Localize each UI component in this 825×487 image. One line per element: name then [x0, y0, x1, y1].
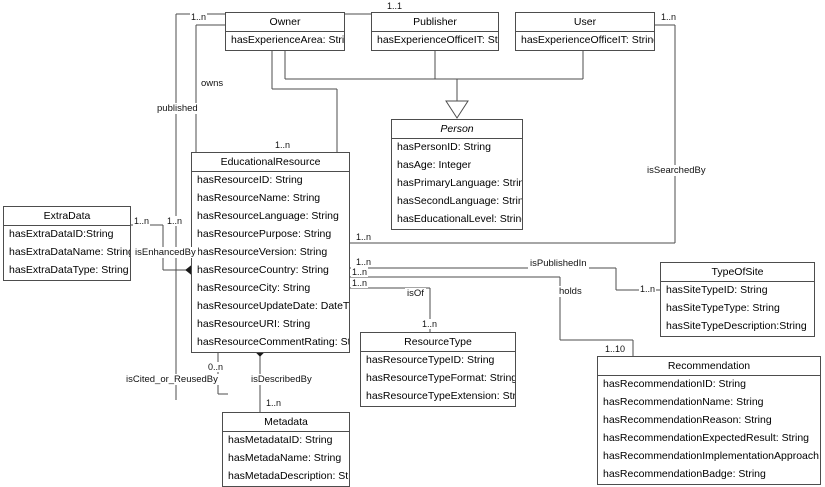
- attribute-row: hasResourceCity: String: [197, 282, 311, 294]
- attribute-row: hasAge: Integer: [397, 159, 472, 171]
- attribute-row: hasRecommendationBadge: String: [603, 468, 766, 480]
- attribute-row: hasExperienceOfficeIT: String: [377, 34, 498, 46]
- class-title-metadata: Metadata: [223, 413, 349, 432]
- attribute-row: hasSecondLanguage: String: [397, 195, 522, 207]
- relationship-label-isdescribedby: isDescribedBy: [249, 374, 314, 385]
- class-attributes-person: hasPersonID: String hasAge: Integer hasP…: [392, 139, 522, 229]
- multiplicity-er-right-4: 1..n: [351, 278, 369, 288]
- class-title-person: Person: [392, 120, 522, 139]
- multiplicity-publisher: 1..1: [386, 1, 404, 11]
- attribute-row: hasPrimaryLanguage: String: [397, 177, 522, 189]
- multiplicity-resourcetype: 1..n: [421, 319, 439, 329]
- attribute-row: hasSiteTypeID: String: [666, 284, 768, 296]
- class-box-user[interactable]: User hasExperienceOfficeIT: String: [515, 12, 655, 51]
- class-title-resourcetype: ResourceType: [361, 333, 515, 352]
- attribute-row: hasMetadaName: String: [228, 452, 342, 464]
- class-box-recommendation[interactable]: Recommendation hasRecommendationID: Stri…: [597, 356, 821, 485]
- attribute-row: hasResourceTypeFormat: String: [366, 372, 515, 384]
- class-attributes-resourcetype: hasResourceTypeID: String hasResourceTyp…: [361, 352, 515, 406]
- multiplicity-er-left: 1..n: [166, 216, 184, 226]
- class-box-owner[interactable]: Owner hasExperienceArea: String: [225, 12, 345, 51]
- attribute-row: hasResourceCountry: String: [197, 264, 329, 276]
- attribute-row: hasRecommendationID: String: [603, 378, 746, 390]
- class-attributes-metadata: hasMetadataID: String hasMetadaName: Str…: [223, 432, 349, 486]
- class-title-publisher: Publisher: [372, 13, 498, 32]
- attribute-row: hasExperienceArea: String: [231, 34, 344, 46]
- generalization-triangle: [445, 100, 469, 119]
- multiplicity-owner-left: 1..n: [190, 12, 208, 22]
- multiplicity-typeofsite: 1..n: [639, 284, 657, 294]
- attribute-row: hasResourceName: String: [197, 192, 321, 204]
- attribute-row: hasResourceID: String: [197, 174, 303, 186]
- relationship-label-isenhancedby: isEnhancedBy: [133, 247, 198, 258]
- attribute-row: hasResourceUpdateDate: DateTime: [197, 300, 349, 312]
- attribute-row: hasResourceCommentRating: String: [197, 336, 349, 348]
- class-attributes-publisher: hasExperienceOfficeIT: String: [372, 32, 498, 50]
- class-title-typeofsite: TypeOfSite: [661, 263, 814, 282]
- multiplicity-recommendation: 1..10: [604, 344, 627, 354]
- relationship-label-ispublishedin: isPublishedIn: [528, 258, 589, 269]
- attribute-row: hasSiteTypeDescription:String: [666, 320, 807, 332]
- relationship-label-published: published: [155, 103, 200, 114]
- attribute-row: hasRecommendationName: String: [603, 396, 764, 408]
- relationship-label-owns: owns: [199, 78, 226, 89]
- class-attributes-extradata: hasExtraDataID:String hasExtraDataName: …: [4, 226, 130, 280]
- attribute-row: hasResourceVersion: String: [197, 246, 328, 258]
- multiplicity-er-right-1: 1..n: [355, 232, 373, 242]
- class-box-resourcetype[interactable]: ResourceType hasResourceTypeID: String h…: [360, 332, 516, 407]
- multiplicity-user-right: 1..n: [660, 12, 678, 22]
- class-title-owner: Owner: [226, 13, 344, 32]
- class-attributes-educationalresource: hasResourceID: String hasResourceName: S…: [192, 172, 349, 352]
- attribute-row: hasSiteTypeType: String: [666, 302, 780, 314]
- attribute-row: hasExtraDataName: String: [9, 246, 130, 258]
- attribute-row: hasEducationalLevel: String: [397, 213, 522, 225]
- attribute-row: hasMetadataID: String: [228, 434, 333, 446]
- class-box-publisher[interactable]: Publisher hasExperienceOfficeIT: String: [371, 12, 499, 51]
- multiplicity-extradata: 1..n: [133, 216, 151, 226]
- attribute-row: hasExtraDataID:String: [9, 228, 114, 240]
- class-box-person[interactable]: Person hasPersonID: String hasAge: Integ…: [391, 119, 523, 230]
- relationship-label-isof: isOf: [405, 288, 426, 299]
- attribute-row: hasResourcePurpose: String: [197, 228, 332, 240]
- class-attributes-typeofsite: hasSiteTypeID: String hasSiteTypeType: S…: [661, 282, 814, 336]
- attribute-row: hasResourceURI: String: [197, 318, 311, 330]
- attribute-row: hasResourceLanguage: String: [197, 210, 339, 222]
- multiplicity-er-top: 1..n: [274, 140, 292, 150]
- attribute-row: hasExperienceOfficeIT: String: [521, 34, 654, 46]
- multiplicity-metadata: 1..n: [265, 398, 283, 408]
- class-box-extradata[interactable]: ExtraData hasExtraDataID:String hasExtra…: [3, 206, 131, 281]
- class-title-recommendation: Recommendation: [598, 357, 820, 376]
- class-title-user: User: [516, 13, 654, 32]
- multiplicity-er-right-3: 1..n: [351, 267, 369, 277]
- class-attributes-recommendation: hasRecommendationID: String hasRecommend…: [598, 376, 820, 484]
- multiplicity-cited: 0..n: [207, 362, 225, 372]
- attribute-row: hasExtraDataType: String: [9, 264, 129, 276]
- relationship-label-holds: holds: [557, 286, 584, 297]
- attribute-row: hasPersonID: String: [397, 141, 491, 153]
- relationship-label-issearchedby: isSearchedBy: [645, 165, 708, 176]
- class-attributes-user: hasExperienceOfficeIT: String: [516, 32, 654, 50]
- class-attributes-owner: hasExperienceArea: String: [226, 32, 344, 50]
- attribute-row: hasMetadaDescription: String: [228, 470, 349, 482]
- attribute-row: hasResourceTypeExtension: String: [366, 390, 515, 402]
- multiplicity-er-right-2: 1..n: [355, 257, 373, 267]
- relationship-label-iscited: isCited_or_ReusedBy: [124, 374, 220, 385]
- attribute-row: hasRecommendationExpectedResult: String: [603, 432, 810, 444]
- class-title-extradata: ExtraData: [4, 207, 130, 226]
- attribute-row: hasResourceTypeID: String: [366, 354, 495, 366]
- attribute-row: hasRecommendationImplementationApproach:…: [603, 450, 820, 462]
- class-box-metadata[interactable]: Metadata hasMetadataID: String hasMetada…: [222, 412, 350, 487]
- attribute-row: hasRecommendationReason: String: [603, 414, 772, 426]
- class-title-educationalresource: EducationalResource: [192, 153, 349, 172]
- class-box-typeofsite[interactable]: TypeOfSite hasSiteTypeID: String hasSite…: [660, 262, 815, 337]
- class-box-educationalresource[interactable]: EducationalResource hasResourceID: Strin…: [191, 152, 350, 353]
